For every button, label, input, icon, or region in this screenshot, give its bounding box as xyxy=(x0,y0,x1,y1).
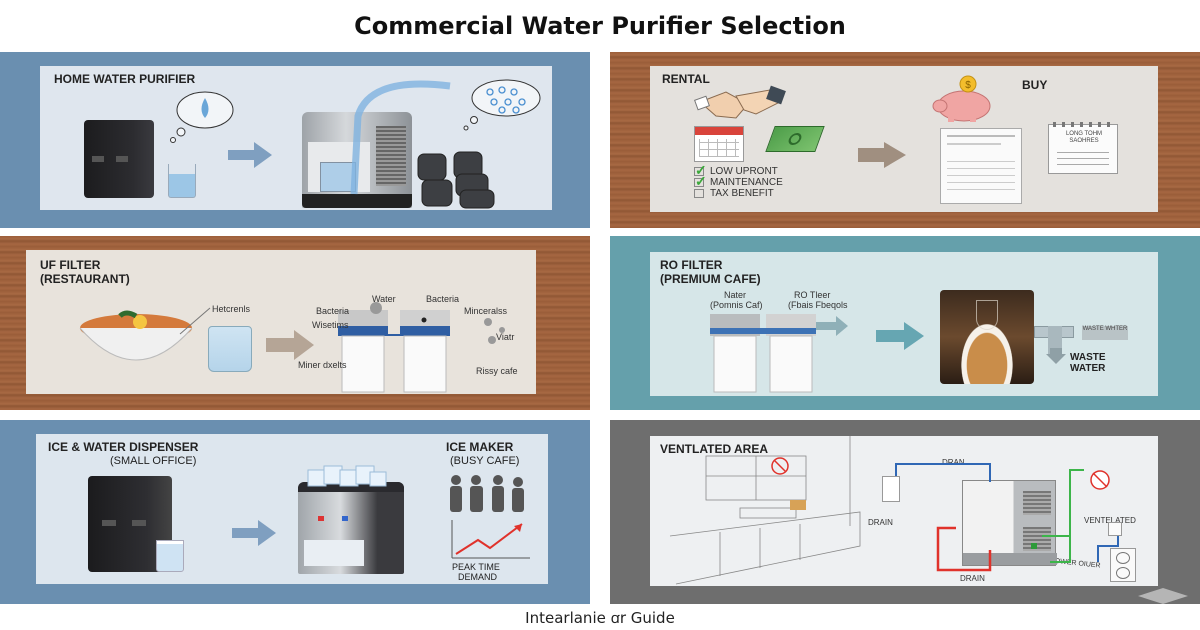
outlet-small-icon xyxy=(1108,522,1122,536)
corner-diamond-icon xyxy=(1138,588,1188,604)
compact-purifier-icon xyxy=(84,120,154,198)
checklist-label: TAX BENEFIT xyxy=(710,188,774,199)
wall-switch-icon xyxy=(882,476,900,502)
arrow-right-icon xyxy=(876,322,924,350)
callout-wisetims: Wisetims xyxy=(312,320,349,330)
panel-ventilated-area: VENTLATED AREA DRAN DRAIN DRAIN VENTELAT… xyxy=(610,420,1200,604)
latte-coffee-image xyxy=(940,290,1034,384)
water-glass-icon xyxy=(168,164,196,198)
callout-bowl: Hetcrenls xyxy=(212,304,251,314)
ventelated-label: VENTELATED xyxy=(1084,516,1136,525)
ice-maker-heading-line1: ICE MAKER xyxy=(446,440,514,454)
checkbox-unchecked[interactable] xyxy=(694,189,704,198)
rental-heading: RENTAL xyxy=(662,72,710,86)
callout-water: Water xyxy=(372,294,396,304)
calendar-icon xyxy=(694,126,744,162)
callout-bacteria-top: Bacteria xyxy=(426,294,460,304)
callout-viatr: Viatr xyxy=(496,332,515,342)
checkbox-checked[interactable] xyxy=(694,167,704,176)
ice-dispenser-heading-line1: ICE & WATER DISPENSER xyxy=(48,440,199,454)
panel-uf-filter: UF FILTER (RESTAURANT) Hetcrenls Water B… xyxy=(0,236,590,410)
callout-minerals: Minceralss xyxy=(464,306,508,316)
piggy-bank-icon: $ xyxy=(932,75,991,122)
drain-bottom-label: DRAIN xyxy=(960,574,985,583)
home-heading: HOME WATER PURIFIER xyxy=(54,72,196,86)
checkbox-checked[interactable] xyxy=(694,178,704,187)
handshake-icon xyxy=(694,85,786,119)
arrow-right-icon xyxy=(232,520,276,546)
ice-glass-icon xyxy=(156,540,184,572)
thought-bubble-many-drops-icon xyxy=(463,79,541,131)
thought-bubble-single-drop-icon xyxy=(170,91,234,143)
ro-heading-line1: RO FILTER xyxy=(660,258,723,272)
panel-ro-inner: RO FILTER (PREMIUM CAFE) Nater (Pomnis C… xyxy=(650,252,1158,396)
arrow-right-icon xyxy=(266,330,314,360)
panel-rental-inner: RENTAL BUY ✓ LOW UPRONT ✓ xyxy=(650,66,1158,212)
drain-left-label: DRAIN xyxy=(868,518,893,527)
people-crowd-icon xyxy=(450,475,524,512)
peak-demand-label-line1: PEAK TIME xyxy=(452,562,500,572)
vent-heading: VENTLATED AREA xyxy=(660,442,768,456)
down-arrow-icon xyxy=(1046,348,1066,364)
water-stream-icon xyxy=(350,80,451,195)
page-title: Commercial Water Purifier Selection xyxy=(354,12,846,40)
notepad-title: LONG TOHM SAOHRES xyxy=(1065,131,1103,144)
noodle-bowl-icon xyxy=(79,310,193,361)
green-vent-line xyxy=(1042,469,1084,537)
ice-maker-machine-icon xyxy=(298,482,404,574)
filter2-label-line1: RO Tleer xyxy=(794,290,831,300)
water-glass-icon xyxy=(208,326,252,372)
ice-dispenser-heading-line2: (SMALL OFFICE) xyxy=(110,455,197,467)
footer-caption: Intearlanie ꭤr Guide xyxy=(525,609,675,627)
panel-ice-inner: ICE & WATER DISPENSER (SMALL OFFICE) ICE… xyxy=(36,434,548,584)
panel-uf-inner: UF FILTER (RESTAURANT) Hetcrenls Water B… xyxy=(26,250,536,394)
svg-text:$: $ xyxy=(965,80,971,91)
peak-demand-label-line2: DEMAND xyxy=(458,572,498,582)
waste-pipe-elbow xyxy=(1048,326,1062,354)
filter1-label-line2: (Pomnis Caf) xyxy=(710,300,763,310)
panel-home-inner: HOME WATER PURIFIER xyxy=(40,66,552,210)
blue-drain-pipe xyxy=(895,463,991,482)
panel-rental-buy: RENTAL BUY ✓ LOW UPRONT ✓ xyxy=(610,52,1200,228)
panel-vent-inner: VENTLATED AREA DRAN DRAIN DRAIN VENTELAT… xyxy=(650,436,1158,586)
buy-heading: BUY xyxy=(1022,78,1048,92)
particle-dots xyxy=(370,302,505,344)
uf-heading-line2: (RESTAURANT) xyxy=(40,272,130,286)
peak-demand-chart-icon xyxy=(451,520,530,559)
countertop-dispenser-icon xyxy=(962,480,1057,566)
check-mark-icon: ✓ xyxy=(695,162,707,178)
arrow-right-icon xyxy=(228,142,272,168)
filter2-label-line2: (Fbais Fbeqols xyxy=(788,300,848,310)
ro-heading-line2: (PREMIUM CAFE) xyxy=(660,272,761,286)
checklist-label: MAINTENANCE xyxy=(710,177,783,188)
dran-label: DRAN xyxy=(942,458,965,467)
checklist-label: LOW UPRONT xyxy=(710,166,778,177)
ro-filter-housings-icon xyxy=(710,314,848,393)
callout-line xyxy=(179,307,211,335)
cash-stack-icon xyxy=(765,126,825,152)
receipt-icon xyxy=(940,128,1022,204)
panel-home-water-purifier: HOME WATER PURIFIER xyxy=(0,52,590,228)
red-drain-pipe xyxy=(936,526,992,572)
check-mark-icon: ✓ xyxy=(695,173,707,189)
callout-rissy: Rissy cafe xyxy=(476,366,518,376)
waste-water-tag: WASTE WHTER xyxy=(1082,326,1128,340)
uf-heading-line1: UF FILTER xyxy=(40,258,101,272)
power-outlet-icon xyxy=(1110,548,1136,582)
arrow-right-icon xyxy=(858,142,906,168)
panel-ice-water: ICE & WATER DISPENSER (SMALL OFFICE) ICE… xyxy=(0,420,590,604)
kitchen-sketch-icon xyxy=(669,436,861,585)
waste-water-label-line1: WASTE xyxy=(1070,352,1106,363)
panel-ro-filter: RO FILTER (PREMIUM CAFE) Nater (Pomnis C… xyxy=(610,236,1200,410)
notepad-icon: LONG TOHM SAOHRES xyxy=(1048,122,1118,174)
waste-water-label-line2: WATER xyxy=(1070,363,1106,374)
ice-cubes-icon xyxy=(307,465,387,487)
filter1-label-line1: Nater xyxy=(724,290,747,300)
uf-filter-housings-icon xyxy=(338,310,450,393)
ice-maker-heading-line2: (BUSY CAFE) xyxy=(450,455,520,467)
pipe-routing xyxy=(895,463,1119,572)
callout-miner: Miner dxelts xyxy=(298,360,347,370)
carbon-filter-cartridges-icon xyxy=(417,151,495,209)
callout-bacteria-left: Bacteria xyxy=(316,306,350,316)
